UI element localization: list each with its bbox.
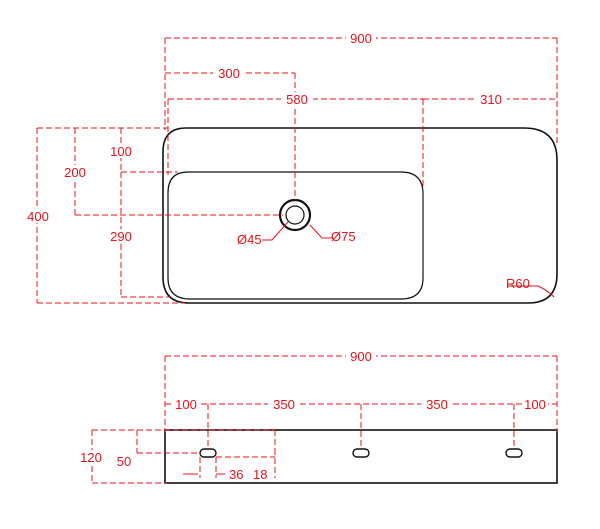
bowl-inner-outline	[167, 171, 424, 300]
mounting-slot-middle	[352, 448, 370, 458]
mounting-slot-left	[199, 448, 217, 458]
dim-label-corner-radius: R60	[506, 276, 530, 291]
leader-drain-inner	[262, 221, 289, 241]
dim-label-overall-width: 900	[350, 31, 372, 46]
dim-label-left-spacing: 350	[273, 397, 295, 412]
mounting-slot-right	[505, 448, 523, 458]
dim-label-overall-depth: 400	[27, 209, 49, 224]
dim-label-right-spacing: 350	[426, 397, 448, 412]
front-panel-outline	[164, 429, 558, 484]
dim-label-slot-height: 18	[253, 467, 267, 482]
dim-label-tap-offset: 300	[218, 66, 240, 81]
drain-inner-ring	[285, 205, 305, 225]
dim-label-bowl-width: 580	[286, 92, 308, 107]
dim-label-drain-outer: Ø75	[331, 229, 356, 244]
dim-label-slot-offset: 50	[117, 454, 131, 469]
dim-label-front-overall-width: 900	[350, 349, 372, 364]
leader-drain-outer	[309, 224, 332, 239]
dim-label-bowl-depth: 290	[110, 229, 132, 244]
dim-label-slot-width: 36	[229, 467, 243, 482]
dim-label-deck-width: 310	[480, 92, 502, 107]
dim-label-right-edge-offset: 100	[524, 397, 546, 412]
basin-outer-outline	[162, 127, 558, 304]
dim-label-front-height: 120	[80, 450, 102, 465]
leader-corner-radius	[507, 285, 555, 298]
top-view: 900 300 580 310 400 200 100	[26, 31, 558, 304]
dim-label-left-edge-offset: 100	[175, 397, 197, 412]
dim-label-rim-depth: 100	[110, 144, 132, 159]
front-view: 900 100 350 350 100 120 50 36	[77, 349, 558, 484]
dim-label-depth-to-drain: 200	[64, 165, 86, 180]
dim-label-drain-inner: Ø45	[237, 232, 262, 247]
